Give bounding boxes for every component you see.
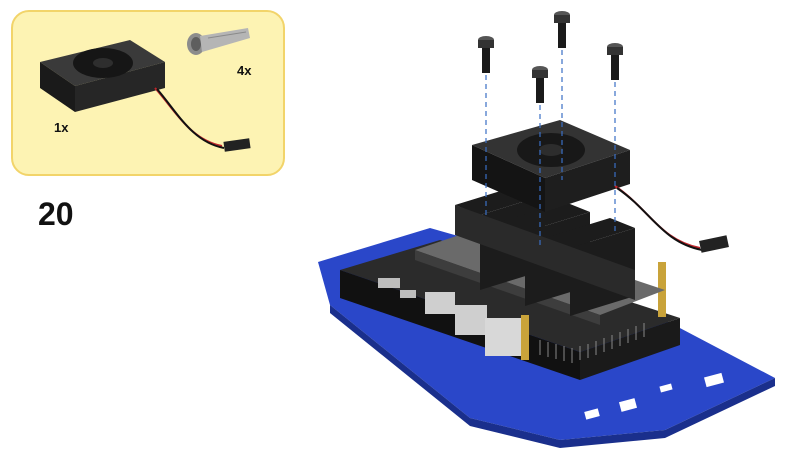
carrier-board	[340, 240, 680, 380]
screw-icon	[478, 11, 623, 103]
parts-screw-icon	[187, 28, 250, 55]
heatsink	[415, 185, 665, 325]
step-number: 20	[38, 196, 74, 232]
parts-fan-icon	[40, 40, 251, 152]
fan-quantity-label: 1x	[54, 120, 69, 135]
screw-quantity-label: 4x	[237, 63, 252, 78]
cooling-fan	[472, 120, 729, 253]
alignment-guide-lines	[485, 50, 616, 245]
